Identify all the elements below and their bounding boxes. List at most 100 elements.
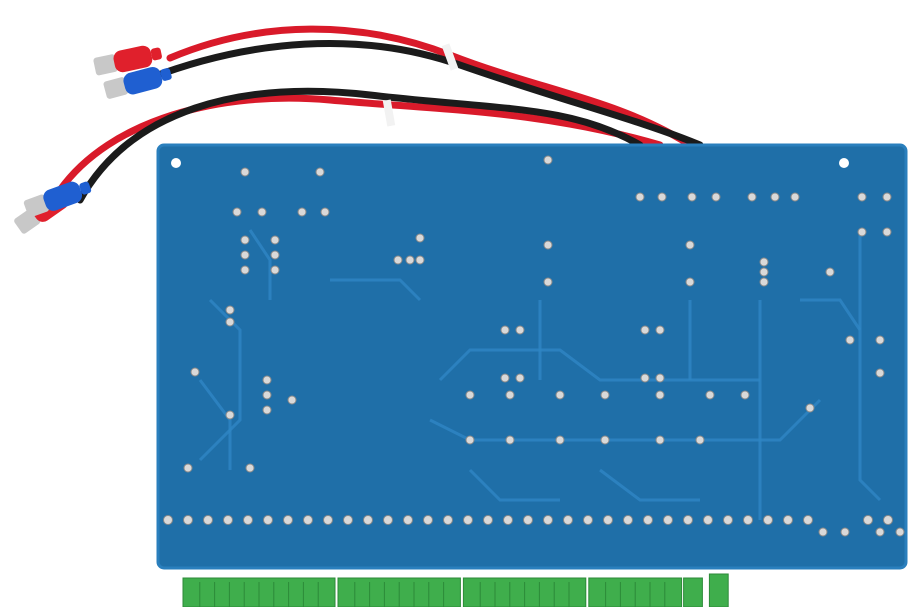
pad-66	[245, 463, 255, 473]
pad-41	[875, 335, 885, 345]
bottom-row-pad-22	[603, 515, 613, 525]
red-terminal-top-collar	[150, 47, 162, 61]
bottom-row-pad-26	[683, 515, 693, 525]
pad-31	[790, 192, 800, 202]
pad-14	[555, 390, 565, 400]
pad-73	[875, 527, 885, 537]
trace-2	[429, 398, 822, 442]
copper-traces	[198, 229, 882, 520]
pad-35	[882, 227, 892, 237]
pad-33	[882, 192, 892, 202]
trace-1	[438, 348, 760, 382]
pad-20	[505, 435, 515, 445]
red-terminal-top-sleeve	[113, 45, 153, 73]
pad-30	[770, 192, 780, 202]
bottom-row-pad-24	[643, 515, 653, 525]
wire-terminals	[14, 45, 172, 234]
pad-26	[657, 192, 667, 202]
bottom-row-pad-23	[623, 515, 633, 525]
pad-6	[655, 325, 665, 335]
pad-12	[465, 390, 475, 400]
blue-terminal-top-sleeve	[123, 66, 163, 95]
bottom-row-pad-11	[383, 515, 393, 525]
pad-52	[270, 265, 280, 275]
pad-13	[505, 390, 515, 400]
pad-50	[270, 235, 280, 245]
pad-2	[685, 240, 695, 250]
terminal-block-4	[683, 577, 703, 607]
bottom-row-pad-13	[423, 515, 433, 525]
bottom-row-pad-5	[263, 515, 273, 525]
pad-18	[740, 390, 750, 400]
terminal-blocks	[182, 573, 729, 607]
pad-25	[635, 192, 645, 202]
pad-47	[240, 235, 250, 245]
red-terminal-top-blade	[93, 54, 118, 76]
pad-46	[320, 207, 330, 217]
bottom-row-pad-12	[403, 515, 413, 525]
pad-44	[257, 207, 267, 217]
board-substrate	[158, 145, 906, 568]
pad-4	[515, 325, 525, 335]
pad-45	[297, 207, 307, 217]
pad-42	[875, 368, 885, 378]
pad-19	[465, 435, 475, 445]
bottom-row-pad-34	[883, 515, 893, 525]
pad-69	[315, 167, 325, 177]
pad-28	[711, 192, 721, 202]
pad-10	[640, 373, 650, 383]
bottom-row-pad-4	[243, 515, 253, 525]
bottom-row-pad-28	[723, 515, 733, 525]
pad-36	[825, 267, 835, 277]
circuit-board	[156, 143, 908, 570]
pad-61	[415, 233, 425, 243]
pad-67	[543, 155, 553, 165]
red-wire-2	[56, 94, 664, 194]
blue-terminal-bottom-collar	[79, 181, 92, 195]
trace-8	[248, 229, 272, 300]
bottom-row-pad-29	[743, 515, 753, 525]
red-terminal-top	[93, 45, 162, 76]
board-edge-highlight	[156, 143, 908, 570]
trace-6	[858, 230, 882, 502]
pad-62	[415, 255, 425, 265]
blue-terminal-top	[103, 66, 172, 99]
blue-terminal-bottom-blade	[23, 194, 49, 218]
pad-58	[287, 395, 297, 405]
bottom-row-pad-1	[183, 515, 193, 525]
pad-15	[600, 390, 610, 400]
pad-53	[225, 305, 235, 315]
pad-21	[555, 435, 565, 445]
pad-16	[655, 390, 665, 400]
trace-11	[800, 298, 862, 331]
power-wires	[56, 25, 704, 204]
pad-1	[543, 277, 553, 287]
trace-12	[198, 379, 232, 470]
bottom-row-pad-14	[443, 515, 453, 525]
mounting-hole-top-left	[171, 158, 181, 168]
trace-0	[198, 298, 242, 462]
pad-57	[262, 405, 272, 415]
blue-terminal-bottom-sleeve	[43, 181, 83, 211]
bottom-row-pad-9	[343, 515, 353, 525]
pad-55	[262, 375, 272, 385]
blue-terminal-top-collar	[160, 68, 172, 81]
pad-27	[687, 192, 697, 202]
pad-32	[857, 192, 867, 202]
bottom-row-pad-27	[703, 515, 713, 525]
cable-tie-2	[382, 99, 396, 127]
black-wire-1	[146, 40, 704, 149]
pad-48	[240, 250, 250, 260]
bottom-row-pad-30	[763, 515, 773, 525]
trace-7	[330, 278, 422, 302]
pad-54	[225, 317, 235, 327]
bottom-row-pad-17	[503, 515, 513, 525]
pad-17	[705, 390, 715, 400]
terminal-block-5	[708, 573, 729, 607]
bottom-row-pad-16	[483, 515, 493, 525]
blue-terminal-bottom	[23, 181, 92, 218]
pad-64	[393, 255, 403, 265]
bottom-row-pad-20	[563, 515, 573, 525]
bottom-row-pad-31	[783, 515, 793, 525]
